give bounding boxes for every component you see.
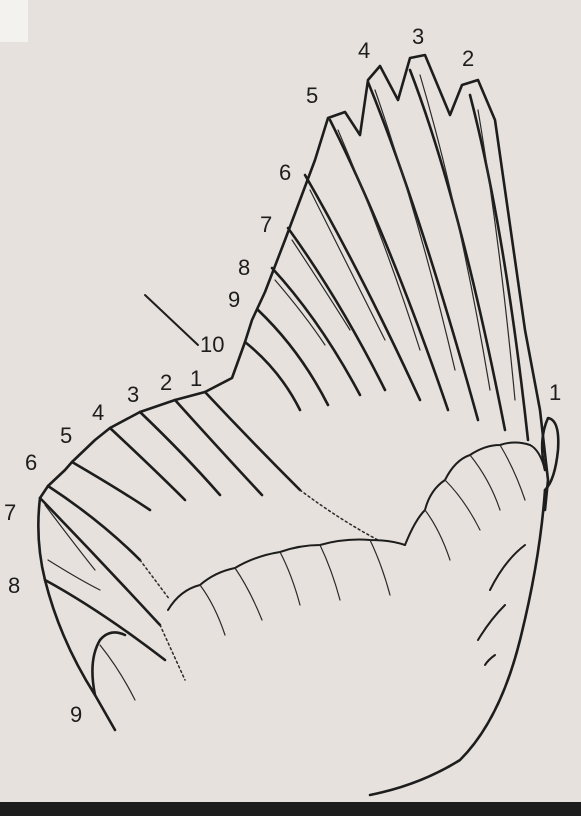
- covert-line: [425, 510, 450, 560]
- secondary-5-shaft: [72, 462, 150, 510]
- body-outline: [370, 490, 545, 795]
- primary-10-shaft: [245, 342, 300, 410]
- covert-line: [280, 552, 300, 605]
- hidden-shaft: [160, 625, 185, 680]
- covert-line: [370, 540, 390, 595]
- primary-label-4: 4: [358, 38, 370, 63]
- secondary-rachis: [100, 645, 135, 700]
- secondary-7-shaft: [40, 498, 160, 625]
- secondary-label-4: 4: [92, 400, 104, 425]
- secondary-6-shaft: [48, 486, 140, 560]
- covert-line: [235, 568, 262, 620]
- covert-line: [470, 455, 500, 510]
- scapular-line: [478, 605, 505, 640]
- secondary-1-shaft: [205, 392, 300, 490]
- primary-label-10: 10: [200, 332, 224, 357]
- scapular-line: [490, 545, 525, 590]
- primary-label-5: 5: [306, 83, 318, 108]
- primary-label-2: 2: [462, 46, 474, 71]
- primary-label-9: 9: [228, 287, 240, 312]
- secondary-label-8: 8: [8, 573, 20, 598]
- hidden-shaft: [300, 490, 378, 540]
- secondary-4-shaft: [110, 428, 185, 500]
- secondary-label-7: 7: [4, 500, 16, 525]
- primary-coverts-edge: [405, 443, 545, 546]
- pointer-line: [145, 295, 198, 345]
- primary-label-7: 7: [260, 212, 272, 237]
- covert-line: [500, 445, 525, 500]
- primary-label-8: 8: [238, 255, 250, 280]
- secondary-label-1: 1: [190, 366, 202, 391]
- secondary-label-5: 5: [60, 423, 72, 448]
- hidden-shaft: [140, 560, 170, 600]
- bottom-border: [0, 802, 581, 816]
- covert-line: [200, 585, 225, 635]
- covert-line: [445, 480, 480, 530]
- secondary-label-2: 2: [160, 370, 172, 395]
- secondary-label-3: 3: [127, 382, 139, 407]
- secondary-label-6: 6: [25, 450, 37, 475]
- secondary-8-shaft: [45, 580, 165, 660]
- primary-label-1: 1: [549, 380, 561, 405]
- wing-leading-edge: [40, 55, 548, 510]
- covert-line: [320, 545, 340, 600]
- secondary-tips: [38, 498, 115, 730]
- primary-label-3: 3: [412, 24, 424, 49]
- scapular-line: [485, 655, 495, 665]
- secondary-3-shaft: [140, 412, 220, 495]
- primary-4-shaft: [368, 82, 478, 420]
- secondary-9-outline: [92, 632, 125, 695]
- greater-coverts-edge: [168, 540, 405, 610]
- secondary-label-9: 9: [70, 702, 82, 727]
- primary-label-6: 6: [279, 160, 291, 185]
- secondary-2-shaft: [175, 400, 262, 495]
